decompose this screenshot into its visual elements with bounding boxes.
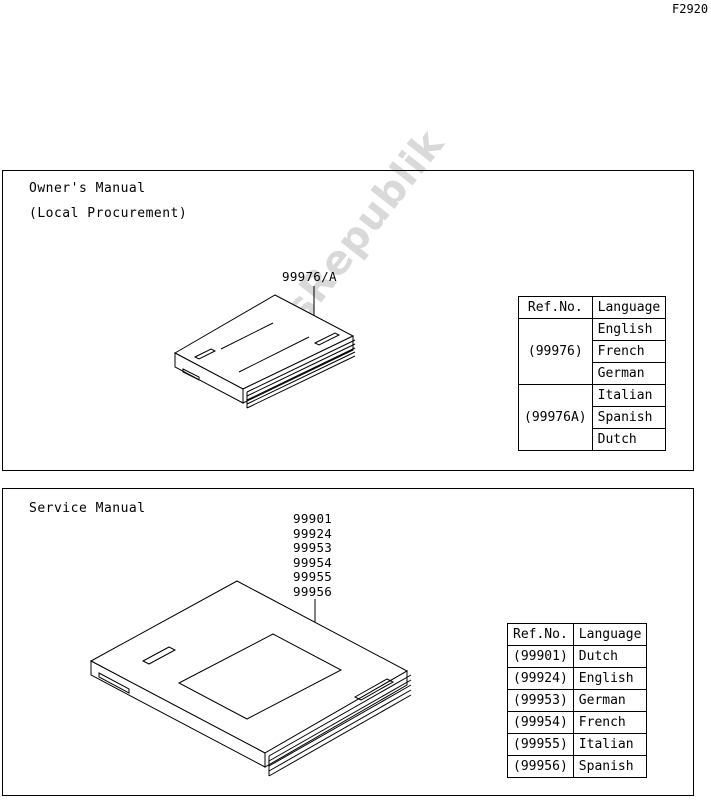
ref-no-header: Ref.No. bbox=[507, 623, 574, 646]
owner-manual-ref-table: Ref.No. Language (99976) English French … bbox=[518, 296, 667, 451]
table-row: (99976A) Italian bbox=[518, 384, 667, 451]
table-row: Dutch bbox=[519, 428, 667, 451]
owner-manual-part-number: 99976/A bbox=[282, 269, 337, 284]
table-row: (99901)Dutch bbox=[507, 645, 648, 668]
table-row: (99956)Spanish bbox=[507, 755, 648, 778]
part-number: 99954 bbox=[293, 554, 333, 570]
table-row: (99953)German bbox=[507, 689, 648, 712]
service-manual-title: Service Manual bbox=[29, 501, 146, 516]
table-header-row: Ref.No. Language bbox=[518, 296, 667, 319]
service-manual-book-illustration bbox=[89, 580, 412, 777]
language: Italian bbox=[591, 384, 667, 407]
language: Spanish bbox=[572, 755, 648, 778]
table-row: French bbox=[519, 340, 667, 363]
part-number: 99956 bbox=[293, 583, 333, 599]
language: Dutch bbox=[591, 428, 667, 451]
ref-number: (99976) bbox=[518, 318, 593, 385]
service-manual-part-numbers: 99901 99924 99953 99954 99955 99956 bbox=[293, 511, 333, 600]
language-header: Language bbox=[591, 296, 667, 319]
ref-number: (99953) bbox=[507, 689, 574, 712]
table-row: (99924)English bbox=[507, 667, 648, 690]
language: English bbox=[572, 667, 648, 690]
language: Dutch bbox=[572, 645, 648, 668]
table-header-row: Ref.No. Language bbox=[507, 623, 648, 646]
language: German bbox=[591, 362, 667, 385]
table-row: German bbox=[519, 362, 667, 385]
table-row: (99976) English bbox=[518, 318, 667, 385]
service-manual-panel: Service Manual 99901 99924 99953 99954 9… bbox=[2, 488, 694, 796]
language: French bbox=[572, 711, 648, 734]
owner-manual-subtitle: (Local Procurement) bbox=[29, 206, 188, 221]
language: English bbox=[591, 318, 667, 341]
ref-number: (99956) bbox=[507, 755, 574, 778]
language: French bbox=[591, 340, 667, 363]
language: Italian bbox=[572, 733, 648, 756]
ref-number: (99954) bbox=[507, 711, 574, 734]
ref-number: (99901) bbox=[507, 645, 574, 668]
part-number: 99901 bbox=[293, 511, 333, 526]
figure-code: F2920 bbox=[672, 2, 709, 16]
language-header: Language bbox=[572, 623, 648, 646]
part-number: 99953 bbox=[293, 540, 333, 556]
language: German bbox=[572, 689, 648, 712]
ref-number: (99924) bbox=[507, 667, 574, 690]
part-number: 99955 bbox=[293, 569, 333, 585]
service-manual-ref-table: Ref.No. Language (99901)Dutch (99924)Eng… bbox=[507, 623, 648, 778]
ref-no-header: Ref.No. bbox=[518, 296, 593, 319]
table-row: (99955)Italian bbox=[507, 733, 648, 756]
owner-manual-book-illustration bbox=[173, 286, 356, 409]
owner-manual-panel: Owner's Manual (Local Procurement) 99976… bbox=[2, 170, 694, 471]
language: Spanish bbox=[591, 406, 667, 429]
ref-number: (99976A) bbox=[518, 384, 593, 451]
owner-manual-title: Owner's Manual bbox=[29, 181, 146, 196]
table-row: Spanish bbox=[519, 406, 667, 429]
ref-number: (99955) bbox=[507, 733, 574, 756]
table-row: (99954)French bbox=[507, 711, 648, 734]
part-number: 99924 bbox=[293, 525, 333, 541]
